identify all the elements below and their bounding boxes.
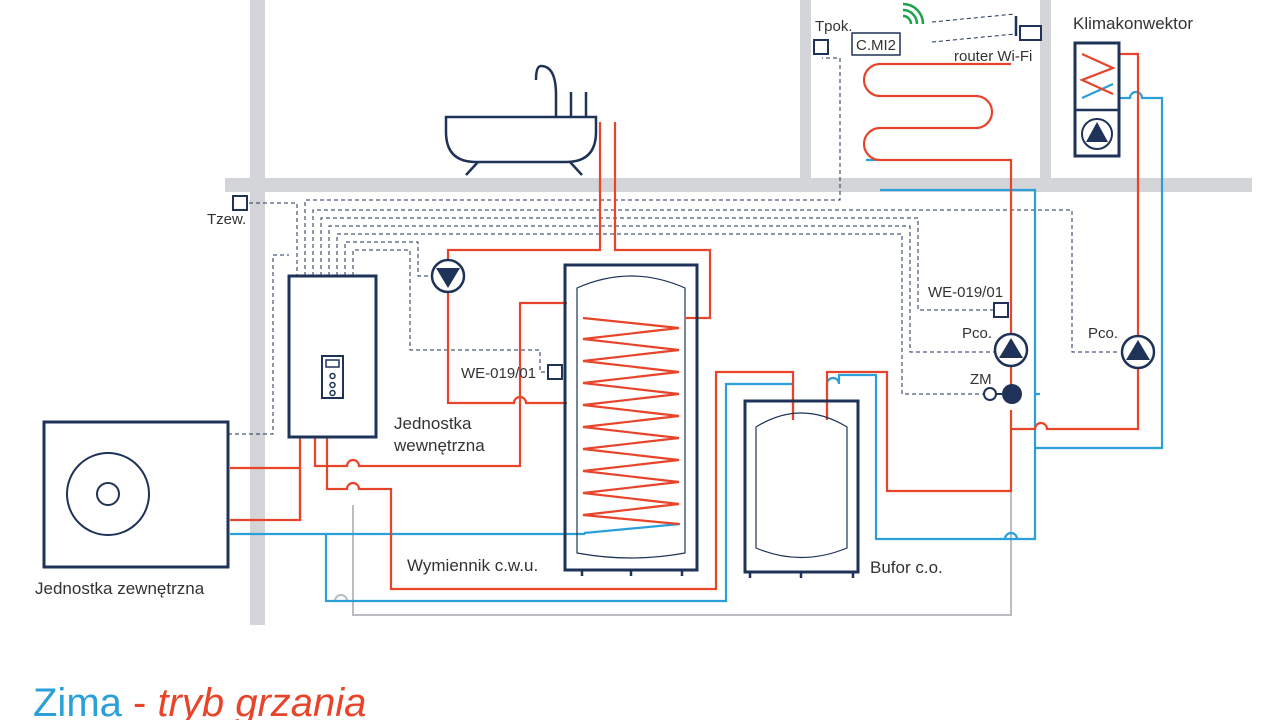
indoor-unit-label-line1: Jednostka (394, 414, 472, 433)
pump-dhw (430, 258, 466, 294)
fan-icon (66, 452, 150, 536)
left-wall (250, 0, 265, 625)
tank-temp-sensor (547, 364, 563, 380)
hot-pipes (230, 52, 1140, 591)
pump-fancoil-label: Pco. (1088, 325, 1118, 342)
outdoor-temp-sensor (232, 195, 248, 211)
indoor-unit-control-panel (321, 355, 344, 399)
fan-coil-label: Klimakonwektor (1073, 14, 1193, 33)
buffer-label: Bufor c.o. (870, 558, 943, 577)
outdoor-temp-label: Tzew. (207, 211, 246, 228)
wall-segment-2 (1040, 0, 1051, 180)
buffer-tank (743, 399, 860, 578)
room-temp-sensor (813, 39, 829, 55)
router-label: router Wi-Fi (954, 48, 1032, 65)
outdoor-unit-label: Jednostka zewnętrzna (35, 579, 205, 598)
mode-subtitle: tryb grzania (157, 681, 366, 720)
wifi-signal-icon (902, 2, 925, 25)
circuit-sensor-label: WE-019/01 (928, 284, 1003, 301)
dhw-exchanger-label: Wymiennik c.w.u. (407, 556, 538, 575)
indoor-unit-label-line2: wewnętrzna (393, 436, 485, 455)
bathtub (444, 64, 598, 176)
indoor-unit (287, 274, 378, 439)
title-separator: - (122, 681, 158, 720)
dhw-tank (563, 263, 699, 576)
room-temp-label: Tpok. (815, 18, 853, 35)
walls (225, 0, 1252, 625)
season-title: Zima (33, 681, 123, 720)
pump-floor-label: Pco. (962, 325, 992, 342)
fan-coil-unit (1073, 41, 1121, 158)
mode-title: Zima - tryb grzania (33, 681, 366, 720)
grey-return-pipe (334, 429, 1012, 616)
router-icon (1014, 16, 1042, 41)
pump-fancoil (1120, 334, 1156, 370)
tank-sensor-label: WE-019/01 (461, 365, 536, 382)
pump-floor (993, 332, 1029, 368)
outdoor-unit (42, 420, 230, 569)
controller-box (851, 32, 901, 56)
control-wires (228, 13, 1120, 435)
wall-segment-1 (800, 0, 811, 180)
floor-slab (225, 178, 1252, 192)
circuit-temp-sensor (993, 302, 1009, 318)
controller-label: C.MI2 (856, 37, 896, 54)
mixing-valve (983, 384, 1022, 404)
mixing-valve-label: ZM (970, 371, 992, 388)
